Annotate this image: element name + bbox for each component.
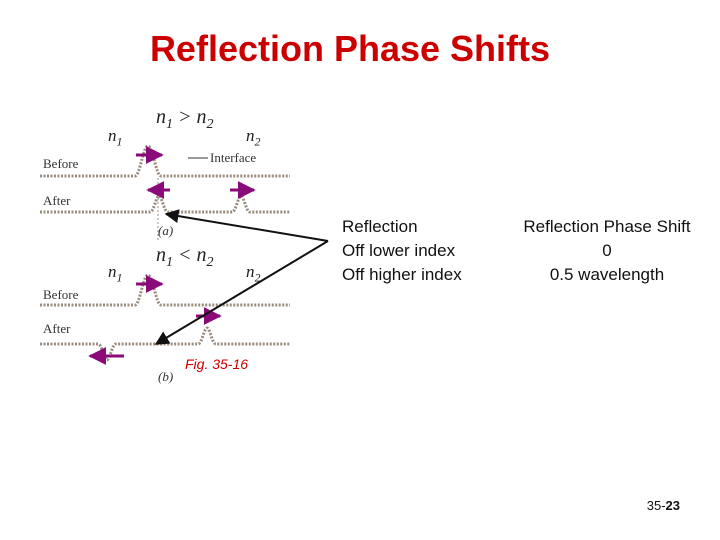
figure-caption: Fig. 35-16 (185, 356, 249, 372)
panel-b-relation: n1 < n2 (156, 244, 214, 270)
table-row-2-phase-shift: 0.5 wavelength (549, 265, 665, 284)
table-row-2-reflection: Off higher index (342, 265, 462, 284)
pointer-to-panel-a (164, 209, 329, 242)
panel-b-n2: n2 (246, 262, 261, 285)
panel-a-letter: (a) (158, 223, 174, 238)
panel-a-n1: n1 (108, 126, 123, 149)
panel-a-before-label: Before (43, 156, 79, 171)
panel-b-n1: n1 (108, 262, 123, 285)
table-header-phase-shift: Reflection Phase Shift (523, 217, 691, 236)
panel-b-after-label: After (43, 321, 71, 336)
panel-a-relation: n1 > n2 (156, 106, 214, 132)
table-header-reflection: Reflection (342, 217, 418, 236)
panel-a-rope-after (40, 194, 290, 214)
pointer-to-panel-b (154, 240, 329, 345)
page-number: 35-23 (646, 498, 680, 513)
panel-a-after-label: After (43, 193, 71, 208)
panel-a-interface-label: Interface (210, 150, 257, 165)
panel-a-n2: n2 (246, 126, 261, 149)
panel-b-rope-after (40, 326, 290, 362)
panel-b-before-label: Before (43, 287, 79, 302)
slide-title: Reflection Phase Shifts (149, 28, 551, 69)
panel-a-rope-before (40, 144, 290, 178)
panel-b-rope-before (40, 273, 290, 307)
panel-b-letter: (b) (158, 369, 174, 384)
table-row-1-phase-shift: 0 (602, 241, 612, 260)
table-row-1-reflection: Off lower index (342, 241, 456, 260)
